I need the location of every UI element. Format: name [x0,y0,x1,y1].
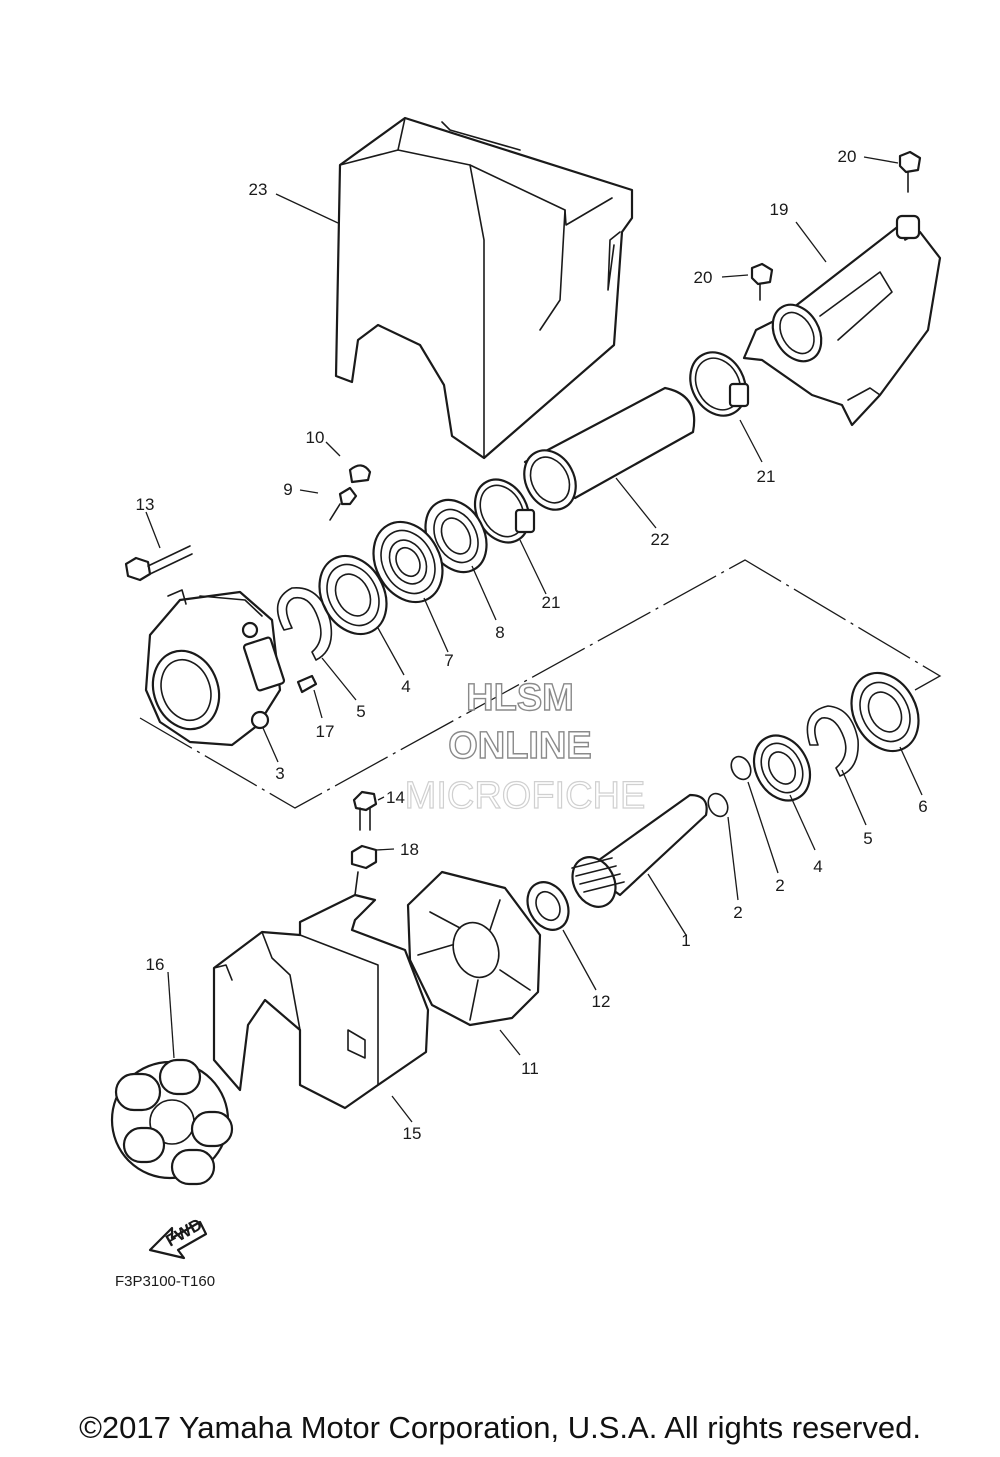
callout-16: 16 [146,955,165,974]
callout-23: 23 [249,180,268,199]
part-5-circlip-lower [806,705,859,777]
part-13-bolt [124,545,193,582]
part-1-drive-shaft [571,793,708,908]
callout-7: 7 [444,651,453,670]
callout-11: 11 [521,1059,539,1078]
callout-4-upper: 4 [401,677,410,696]
callout-20-side: 20 [694,268,713,287]
part-16-damper [110,1058,234,1186]
callout-8: 8 [495,623,504,642]
part-7-bearing [372,520,444,604]
callout-6: 6 [918,797,927,816]
part-15-damper-housing [212,871,430,1110]
callout-2-left: 2 [733,903,742,922]
part-11-coupling [406,870,542,1027]
watermark-line-1: HLSM [466,677,574,719]
watermark-line-3: MICROFICHE [405,775,646,817]
callout-14: 14 [386,788,405,807]
part-21-clamp-upper [689,351,750,417]
part-23-cover [334,116,634,460]
leader-lines [145,156,923,1123]
part-22-hose [523,386,696,511]
callout-22: 22 [651,530,670,549]
fwd-arrow: FWD [148,1215,208,1260]
part-10-cap [348,464,372,484]
part-19-nozzle [742,214,942,427]
part-3-bearing-housing [144,589,286,747]
part-4-bearing-lower [752,734,812,802]
part-14-bolt [352,790,378,831]
watermark-line-2: ONLINE [448,725,592,767]
part-6-bearing [850,671,920,753]
part-12-collar [526,881,570,931]
callout-2-right: 2 [775,876,784,895]
callout-19: 19 [770,200,789,219]
callout-1: 1 [681,931,690,950]
part-2-o-ring-left [707,792,729,818]
part-20-bolt-top [898,150,922,193]
callout-9: 9 [283,480,292,499]
part-5-circlip-upper [276,587,333,661]
part-21-clamp-lower [473,478,536,544]
callout-13: 13 [136,495,155,514]
callout-10: 10 [306,428,325,447]
callout-5-lower: 5 [863,829,872,848]
part-18-collar [350,844,378,870]
callout-12: 12 [592,992,611,1011]
callout-15: 15 [403,1124,422,1143]
part-20-bolt-side [750,262,774,301]
copyright-notice: ©2017 Yamaha Motor Corporation, U.S.A. A… [79,1410,921,1445]
part-2-o-ring-right [730,755,752,781]
callout-17: 17 [316,722,335,741]
part-9-grease-nipple [329,486,358,521]
part-8-seal [424,498,488,574]
assembly-boundary-line [139,559,942,809]
callout-18: 18 [400,840,419,859]
figure-code: F3P3100-T160 [115,1273,215,1290]
callout-3: 3 [275,764,284,783]
watermark: HLSM ONLINE MICROFICHE [404,676,646,817]
callout-5-upper: 5 [356,702,365,721]
callout-21-lower: 21 [542,593,561,612]
part-17-pin [296,674,318,694]
callout-labels: 1 2 2 3 4 4 5 5 6 7 8 9 10 11 12 13 14 1… [136,147,928,1143]
callout-20-top: 20 [838,147,857,166]
callout-21-upper: 21 [757,467,776,486]
callout-4-lower: 4 [813,857,822,876]
